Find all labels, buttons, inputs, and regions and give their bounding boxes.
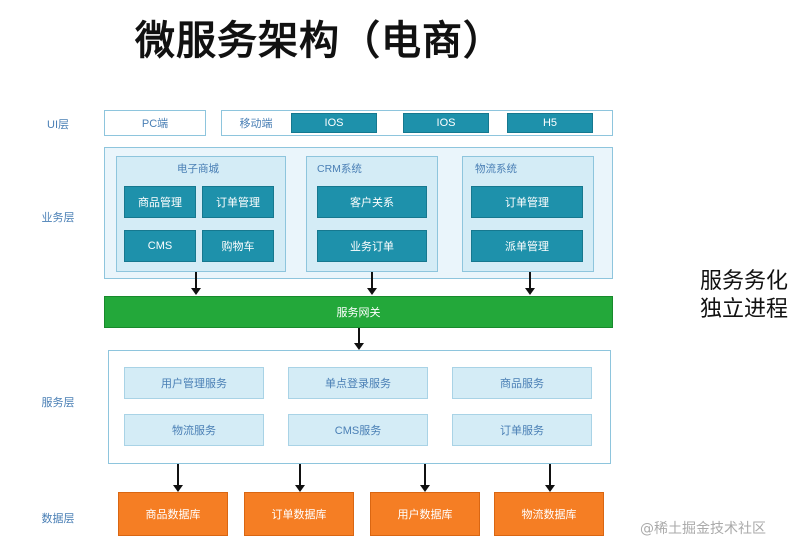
layer-label-business: 业务层	[41, 212, 75, 224]
mobile-ios-box-2: IOS	[403, 113, 489, 133]
layer-label-service: 服务层	[41, 397, 75, 409]
database-box: 物流数据库	[494, 492, 604, 536]
service-item: 商品服务	[452, 367, 592, 399]
business-item: CMS	[124, 230, 196, 262]
mobile-label: 移动端	[239, 118, 273, 130]
arrow-down-icon	[525, 272, 535, 295]
arrow-down-icon	[420, 464, 430, 492]
arrow-down-icon	[295, 464, 305, 492]
side-note: 服务务化 独立进程	[700, 268, 788, 324]
arrow-down-icon	[173, 464, 183, 492]
mobile-h5-box: H5	[507, 113, 593, 133]
layer-label-data: 数据层	[41, 513, 75, 525]
side-note-line-1: 服务务化	[700, 269, 789, 294]
page-title: 微服务架构（电商）	[135, 18, 504, 64]
service-item: 订单服务	[452, 414, 592, 446]
service-item: 物流服务	[124, 414, 264, 446]
database-box: 订单数据库	[244, 492, 354, 536]
arrow-down-icon	[367, 272, 377, 295]
service-item: CMS服务	[288, 414, 428, 446]
arrow-down-icon	[191, 272, 201, 295]
arrow-down-icon	[545, 464, 555, 492]
mobile-ios-box-1: IOS	[291, 113, 377, 133]
business-item: 派单管理	[471, 230, 583, 262]
service-item: 单点登录服务	[288, 367, 428, 399]
layer-label-ui: UI层	[47, 119, 69, 131]
database-box: 商品数据库	[118, 492, 228, 536]
database-box: 用户数据库	[370, 492, 480, 536]
business-group-title: CRM系统	[317, 163, 362, 175]
pc-client-box: PC端	[104, 110, 206, 136]
side-note-line-2: 独立进程	[700, 297, 789, 322]
business-group-title: 物流系统	[475, 163, 517, 175]
watermark-text: @稀土掘金技术社区	[640, 521, 766, 537]
business-group-title: 电子商城	[177, 163, 219, 175]
service-item: 用户管理服务	[124, 367, 264, 399]
business-item: 购物车	[202, 230, 274, 262]
business-item: 订单管理	[471, 186, 583, 218]
business-item: 商品管理	[124, 186, 196, 218]
business-item: 业务订单	[317, 230, 427, 262]
business-item: 客户关系	[317, 186, 427, 218]
service-gateway-bar: 服务网关	[104, 296, 613, 328]
arrow-down-icon	[354, 328, 364, 350]
business-item: 订单管理	[202, 186, 274, 218]
